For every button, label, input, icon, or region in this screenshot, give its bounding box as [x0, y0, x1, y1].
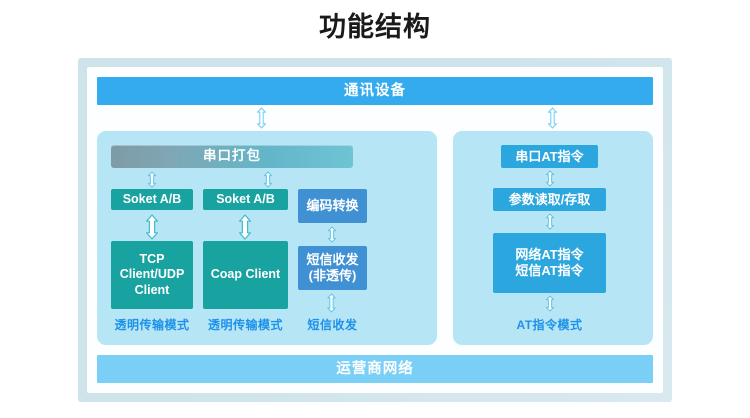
caption-sms: 短信收发 — [307, 318, 358, 332]
node-parameter-read-write[interactable]: 参数读取/存取 — [493, 188, 606, 211]
panel-transparent-transmission: 串口打包 Soket A/B TCP Client/UDP Cli — [97, 131, 437, 345]
panel-at-command: 串口AT指令 参数读取/存取 网络AT指令 短信AT指令 AT指令模式 — [453, 131, 653, 345]
node-network-sms-at-command[interactable]: 网络AT指令 短信AT指令 — [493, 233, 606, 293]
connector-pack-to-socket-a — [146, 171, 158, 188]
node-coap-client[interactable]: Coap Client — [203, 241, 288, 309]
node-encoding-conversion[interactable]: 编码转换 — [298, 189, 367, 223]
connector-device-to-serial-at — [546, 107, 559, 129]
connector-at-commands-to-network — [544, 295, 556, 312]
page-title: 功能结构 — [319, 12, 431, 42]
connector-socket-a-to-tcp — [144, 214, 160, 240]
node-serial-packing[interactable]: 串口打包 — [111, 145, 353, 168]
caption-transparent-mode-1: 透明传输模式 — [114, 318, 190, 332]
diagram-canvas: 通讯设备 串口打包 — [87, 67, 663, 393]
caption-at-command-mode: AT指令模式 — [516, 318, 583, 332]
caption-transparent-mode-2: 透明传输模式 — [207, 318, 283, 332]
connector-sms-to-network — [325, 293, 338, 313]
node-socket-ab-2[interactable]: Soket A/B — [203, 189, 288, 210]
node-sms-non-transparent[interactable]: 短信收发 (非透传) — [298, 246, 367, 290]
node-tcp-udp-client[interactable]: TCP Client/UDP Client — [111, 241, 193, 309]
diagram-frame: 通讯设备 串口打包 — [78, 58, 672, 402]
connector-device-to-serial-pack — [255, 107, 268, 129]
node-serial-at-command[interactable]: 串口AT指令 — [501, 145, 598, 168]
node-communication-device[interactable]: 通讯设备 — [97, 77, 653, 105]
connector-socket-b-to-coap — [237, 214, 253, 240]
connector-serial-at-to-params — [544, 170, 556, 187]
connector-encoding-to-sms — [326, 226, 338, 243]
connector-params-to-at-commands — [544, 213, 556, 230]
connector-pack-to-encoding — [262, 171, 274, 188]
node-operator-network[interactable]: 运营商网络 — [97, 355, 653, 383]
node-socket-ab-1[interactable]: Soket A/B — [111, 189, 193, 210]
